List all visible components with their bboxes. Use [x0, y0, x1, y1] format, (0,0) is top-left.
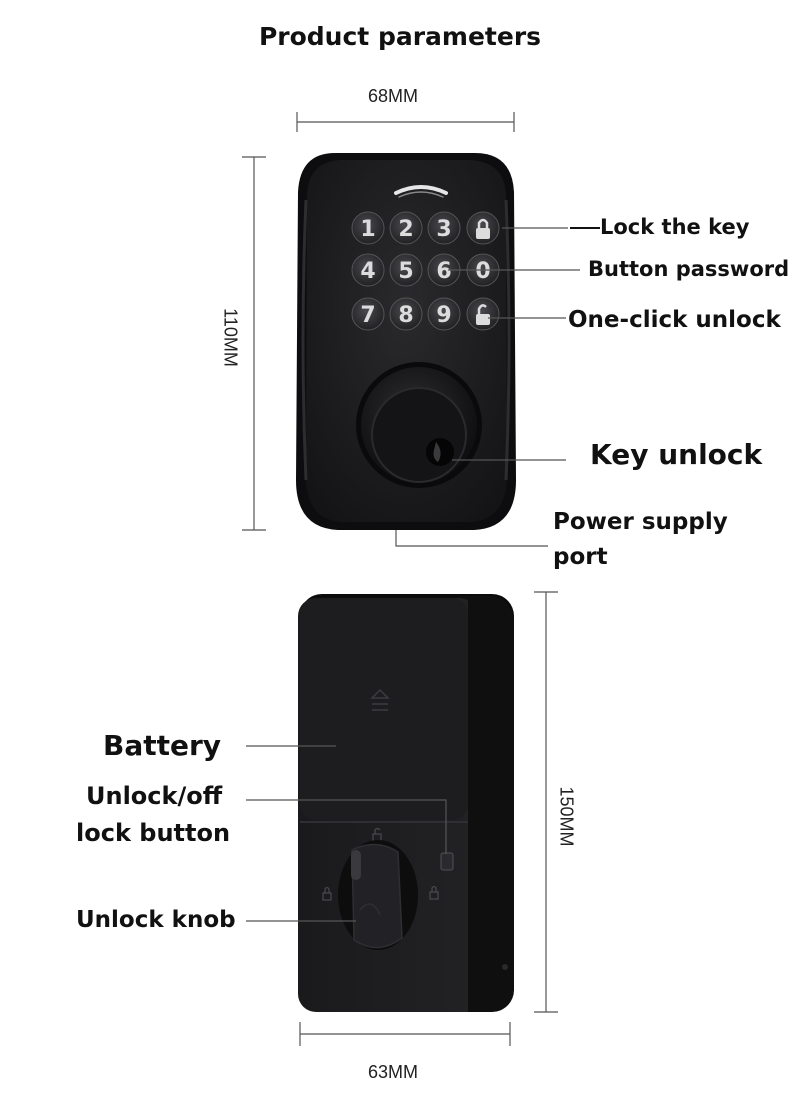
power-supply-label-line1: Power supply [553, 509, 728, 535]
front-width-label: 68MM [368, 86, 419, 106]
unlock-off-lock-button[interactable] [440, 852, 454, 871]
battery-label: Battery [103, 729, 222, 762]
unlock-off-label-line1: Unlock/off [86, 782, 223, 810]
back-height-dimension-line [534, 591, 558, 1013]
svg-text:4: 4 [360, 259, 375, 284]
svg-text:3: 3 [436, 217, 451, 242]
front-height-label: 110MM [220, 308, 241, 367]
key-2[interactable]: 2 [389, 211, 423, 245]
reset-hole [502, 964, 508, 970]
button-password-label: Button password [588, 257, 790, 281]
one-click-unlock-label: One-click unlock [568, 307, 781, 333]
svg-text:0: 0 [475, 259, 490, 284]
battery-cover[interactable] [300, 598, 468, 820]
locked-mark-icon-right [429, 885, 439, 900]
key-cylinder[interactable] [356, 362, 482, 488]
page-title: Product parameters [258, 22, 542, 51]
indicator-light [394, 185, 448, 195]
key-4[interactable]: 4 [351, 253, 385, 287]
svg-text:6: 6 [436, 259, 451, 284]
eject-icon [370, 688, 390, 711]
key-lock[interactable] [466, 211, 500, 245]
unlock-knob-label: Unlock knob [76, 907, 236, 933]
svg-text:7: 7 [360, 303, 375, 328]
key-unlock[interactable] [466, 297, 500, 331]
key-1[interactable]: 1 [351, 211, 385, 245]
back-width-dimension-line [299, 1022, 511, 1046]
back-width-label: 63MM [368, 1062, 419, 1082]
keyhole-icon [433, 442, 441, 462]
lock-open-icon [476, 304, 490, 325]
unlock-off-label-line2: lock button [76, 819, 231, 847]
leader-lines [246, 227, 600, 922]
lock-the-key-label: Lock the key [600, 215, 750, 239]
key-9[interactable]: 9 [427, 297, 461, 331]
svg-text:1: 1 [360, 217, 375, 242]
key-7[interactable]: 7 [351, 297, 385, 331]
back-height-label: 150MM [556, 786, 577, 847]
svg-text:8: 8 [398, 303, 413, 328]
back-battery-housing [298, 594, 514, 1012]
power-supply-label-line2: port [553, 544, 608, 570]
svg-text:9: 9 [436, 303, 451, 328]
svg-text:2: 2 [398, 217, 413, 242]
svg-text:5: 5 [398, 259, 413, 284]
key-5[interactable]: 5 [389, 253, 423, 287]
locked-mark-icon-left [322, 886, 332, 901]
key-8[interactable]: 8 [389, 297, 423, 331]
lock-closed-icon [476, 218, 490, 239]
leader-power-supply [395, 530, 548, 547]
leader-unlock-off [246, 799, 447, 854]
unlock-knob[interactable] [338, 840, 418, 950]
key-3[interactable]: 3 [427, 211, 461, 245]
key-unlock-label: Key unlock [590, 438, 763, 471]
front-height-dimension-line [242, 156, 266, 531]
front-width-dimension-line [296, 112, 515, 132]
